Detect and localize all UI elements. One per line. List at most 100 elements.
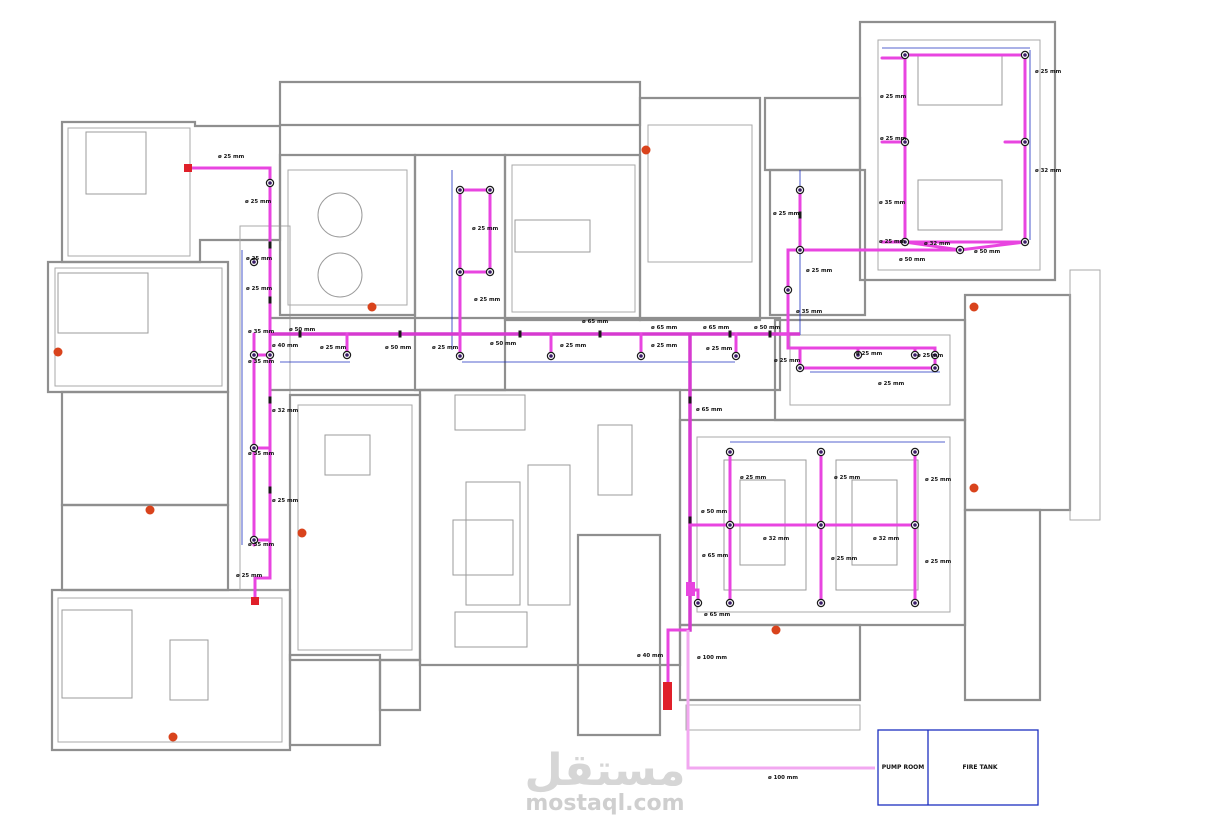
sprinkler-head-core bbox=[268, 181, 272, 185]
pipe-fitting bbox=[598, 330, 602, 338]
sprinkler-head-core bbox=[549, 354, 553, 358]
pipe-size-label: ø 50 mm bbox=[385, 345, 412, 351]
sprinkler-head-core bbox=[1023, 140, 1027, 144]
fire-point-icon bbox=[771, 625, 781, 635]
pipe-size-label: ø 35 mm bbox=[248, 451, 275, 457]
sprinkler-head-core bbox=[903, 240, 907, 244]
pipe-size-label: ø 25 mm bbox=[879, 239, 906, 245]
pipe-size-label: ø 32 mm bbox=[272, 408, 299, 414]
pipe-size-label: ø 100 mm bbox=[768, 775, 798, 781]
dimension-lines bbox=[241, 47, 1031, 545]
sprinkler-head-core bbox=[268, 353, 272, 357]
fire-point-icon bbox=[367, 302, 377, 312]
pipe-size-label: ø 25 mm bbox=[706, 346, 733, 352]
valves bbox=[184, 164, 695, 710]
sprinkler-head-core bbox=[728, 523, 732, 527]
walls bbox=[46, 20, 1101, 752]
sprinkler-head-core bbox=[913, 450, 917, 454]
pipe-size-label: ø 25 mm bbox=[880, 136, 907, 142]
pipe-size-label: ø 65 mm bbox=[704, 612, 731, 618]
pipe-size-label: ø 25 mm bbox=[925, 559, 952, 565]
pipe-size-label: ø 25 mm bbox=[432, 345, 459, 351]
sprinkler-head-core bbox=[933, 366, 937, 370]
pipe-size-label: ø 50 mm bbox=[701, 509, 728, 515]
pipe-size-label: ø 100 mm bbox=[697, 655, 727, 661]
fire-points bbox=[53, 145, 979, 742]
sprinkler-head-core bbox=[903, 53, 907, 57]
pipe-size-label: ø 25 mm bbox=[245, 199, 272, 205]
sprinkler-head-core bbox=[1023, 53, 1027, 57]
sprinkler-head-core bbox=[856, 353, 860, 357]
fire-point-icon bbox=[53, 347, 63, 357]
pipe-size-label: ø 50 mm bbox=[899, 257, 926, 263]
watermark-latin: mostaql.com bbox=[525, 791, 684, 816]
valve-icon bbox=[663, 682, 672, 710]
pipe-fitting bbox=[688, 396, 692, 404]
pipe-fitting bbox=[268, 396, 272, 404]
pipe-size-label: ø 25 mm bbox=[246, 286, 273, 292]
sprinkler-head-core bbox=[798, 248, 802, 252]
valve-icon bbox=[184, 164, 192, 172]
pump-room-block: PUMP ROOM FIRE TANK bbox=[877, 729, 1039, 806]
pipe-size-label: ø 50 mm bbox=[490, 341, 517, 347]
pipe-size-label: ø 25 mm bbox=[651, 343, 678, 349]
sprinkler-heads bbox=[249, 50, 1030, 608]
pipe-size-label: ø 32 mm bbox=[924, 241, 951, 247]
pipe-fitting bbox=[268, 296, 272, 304]
fire-point-icon bbox=[168, 732, 178, 742]
pipe-size-label: ø 25 mm bbox=[878, 381, 905, 387]
sprinkler-head-core bbox=[913, 601, 917, 605]
pipe-size-label: ø 25 mm bbox=[236, 573, 263, 579]
pipe-size-label: ø 25 mm bbox=[1035, 69, 1062, 75]
pipe-size-label: ø 25 mm bbox=[773, 211, 800, 217]
pipe-size-label: ø 25 mm bbox=[560, 343, 587, 349]
sprinkler-head-core bbox=[488, 270, 492, 274]
pipe-size-label: ø 50 mm bbox=[289, 327, 316, 333]
pipe-size-label: ø 25 mm bbox=[218, 154, 245, 160]
pipe-size-label: ø 40 mm bbox=[637, 653, 664, 659]
pipe-size-label: ø 25 mm bbox=[925, 477, 952, 483]
pipe-size-label: ø 25 mm bbox=[917, 353, 944, 359]
sprinkler-head-core bbox=[252, 446, 256, 450]
pipe-size-label: ø 32 mm bbox=[1035, 168, 1062, 174]
pipe-fitting bbox=[768, 330, 772, 338]
sprinkler-head-core bbox=[958, 248, 962, 252]
sprinkler-head-core bbox=[819, 601, 823, 605]
sprinkler-head-core bbox=[734, 354, 738, 358]
fire-point-icon bbox=[145, 505, 155, 515]
valve-icon bbox=[686, 582, 695, 596]
pipe-size-label: ø 25 mm bbox=[474, 297, 501, 303]
pipe-size-label: ø 35 mm bbox=[879, 200, 906, 206]
pipe-size-label: ø 35 mm bbox=[248, 542, 275, 548]
pipe-size-label: ø 65 mm bbox=[703, 325, 730, 331]
pump-room-label: PUMP ROOM bbox=[882, 764, 925, 771]
sprinkler-head-core bbox=[913, 523, 917, 527]
pipe-size-label: ø 65 mm bbox=[702, 553, 729, 559]
pipe-fitting bbox=[798, 211, 802, 219]
fire-point-icon bbox=[641, 145, 651, 155]
pipe-size-label: ø 65 mm bbox=[651, 325, 678, 331]
sprinkler-head-core bbox=[798, 366, 802, 370]
pipe-size-label: ø 25 mm bbox=[806, 268, 833, 274]
pipe-size-label: ø 35 mm bbox=[248, 329, 275, 335]
sprinkler-head-core bbox=[728, 601, 732, 605]
sprinkler-head-core bbox=[252, 538, 256, 542]
pipe-fitting bbox=[688, 516, 692, 524]
watermark: مستقل mostaql.com bbox=[525, 745, 686, 816]
fire-tank-label: FIRE TANK bbox=[962, 764, 997, 771]
pipe-size-label: ø 25 mm bbox=[246, 256, 273, 262]
watermark-arabic: مستقل bbox=[525, 745, 686, 796]
sprinkler-head-core bbox=[786, 288, 790, 292]
pipe-size-label: ø 25 mm bbox=[320, 345, 347, 351]
pipe-size-label: ø 50 mm bbox=[754, 325, 781, 331]
pipe-size-label: ø 25 mm bbox=[856, 351, 883, 357]
pipe-fitting bbox=[398, 330, 402, 338]
sprinkler-head-core bbox=[458, 354, 462, 358]
pipe-size-label: ø 25 mm bbox=[740, 475, 767, 481]
pipe-size-label: ø 35 mm bbox=[796, 309, 823, 315]
pipe-size-label: ø 25 mm bbox=[880, 94, 907, 100]
sprinkler-head-core bbox=[903, 140, 907, 144]
pipe-size-label: ø 25 mm bbox=[272, 498, 299, 504]
sprinkler-head-core bbox=[728, 450, 732, 454]
